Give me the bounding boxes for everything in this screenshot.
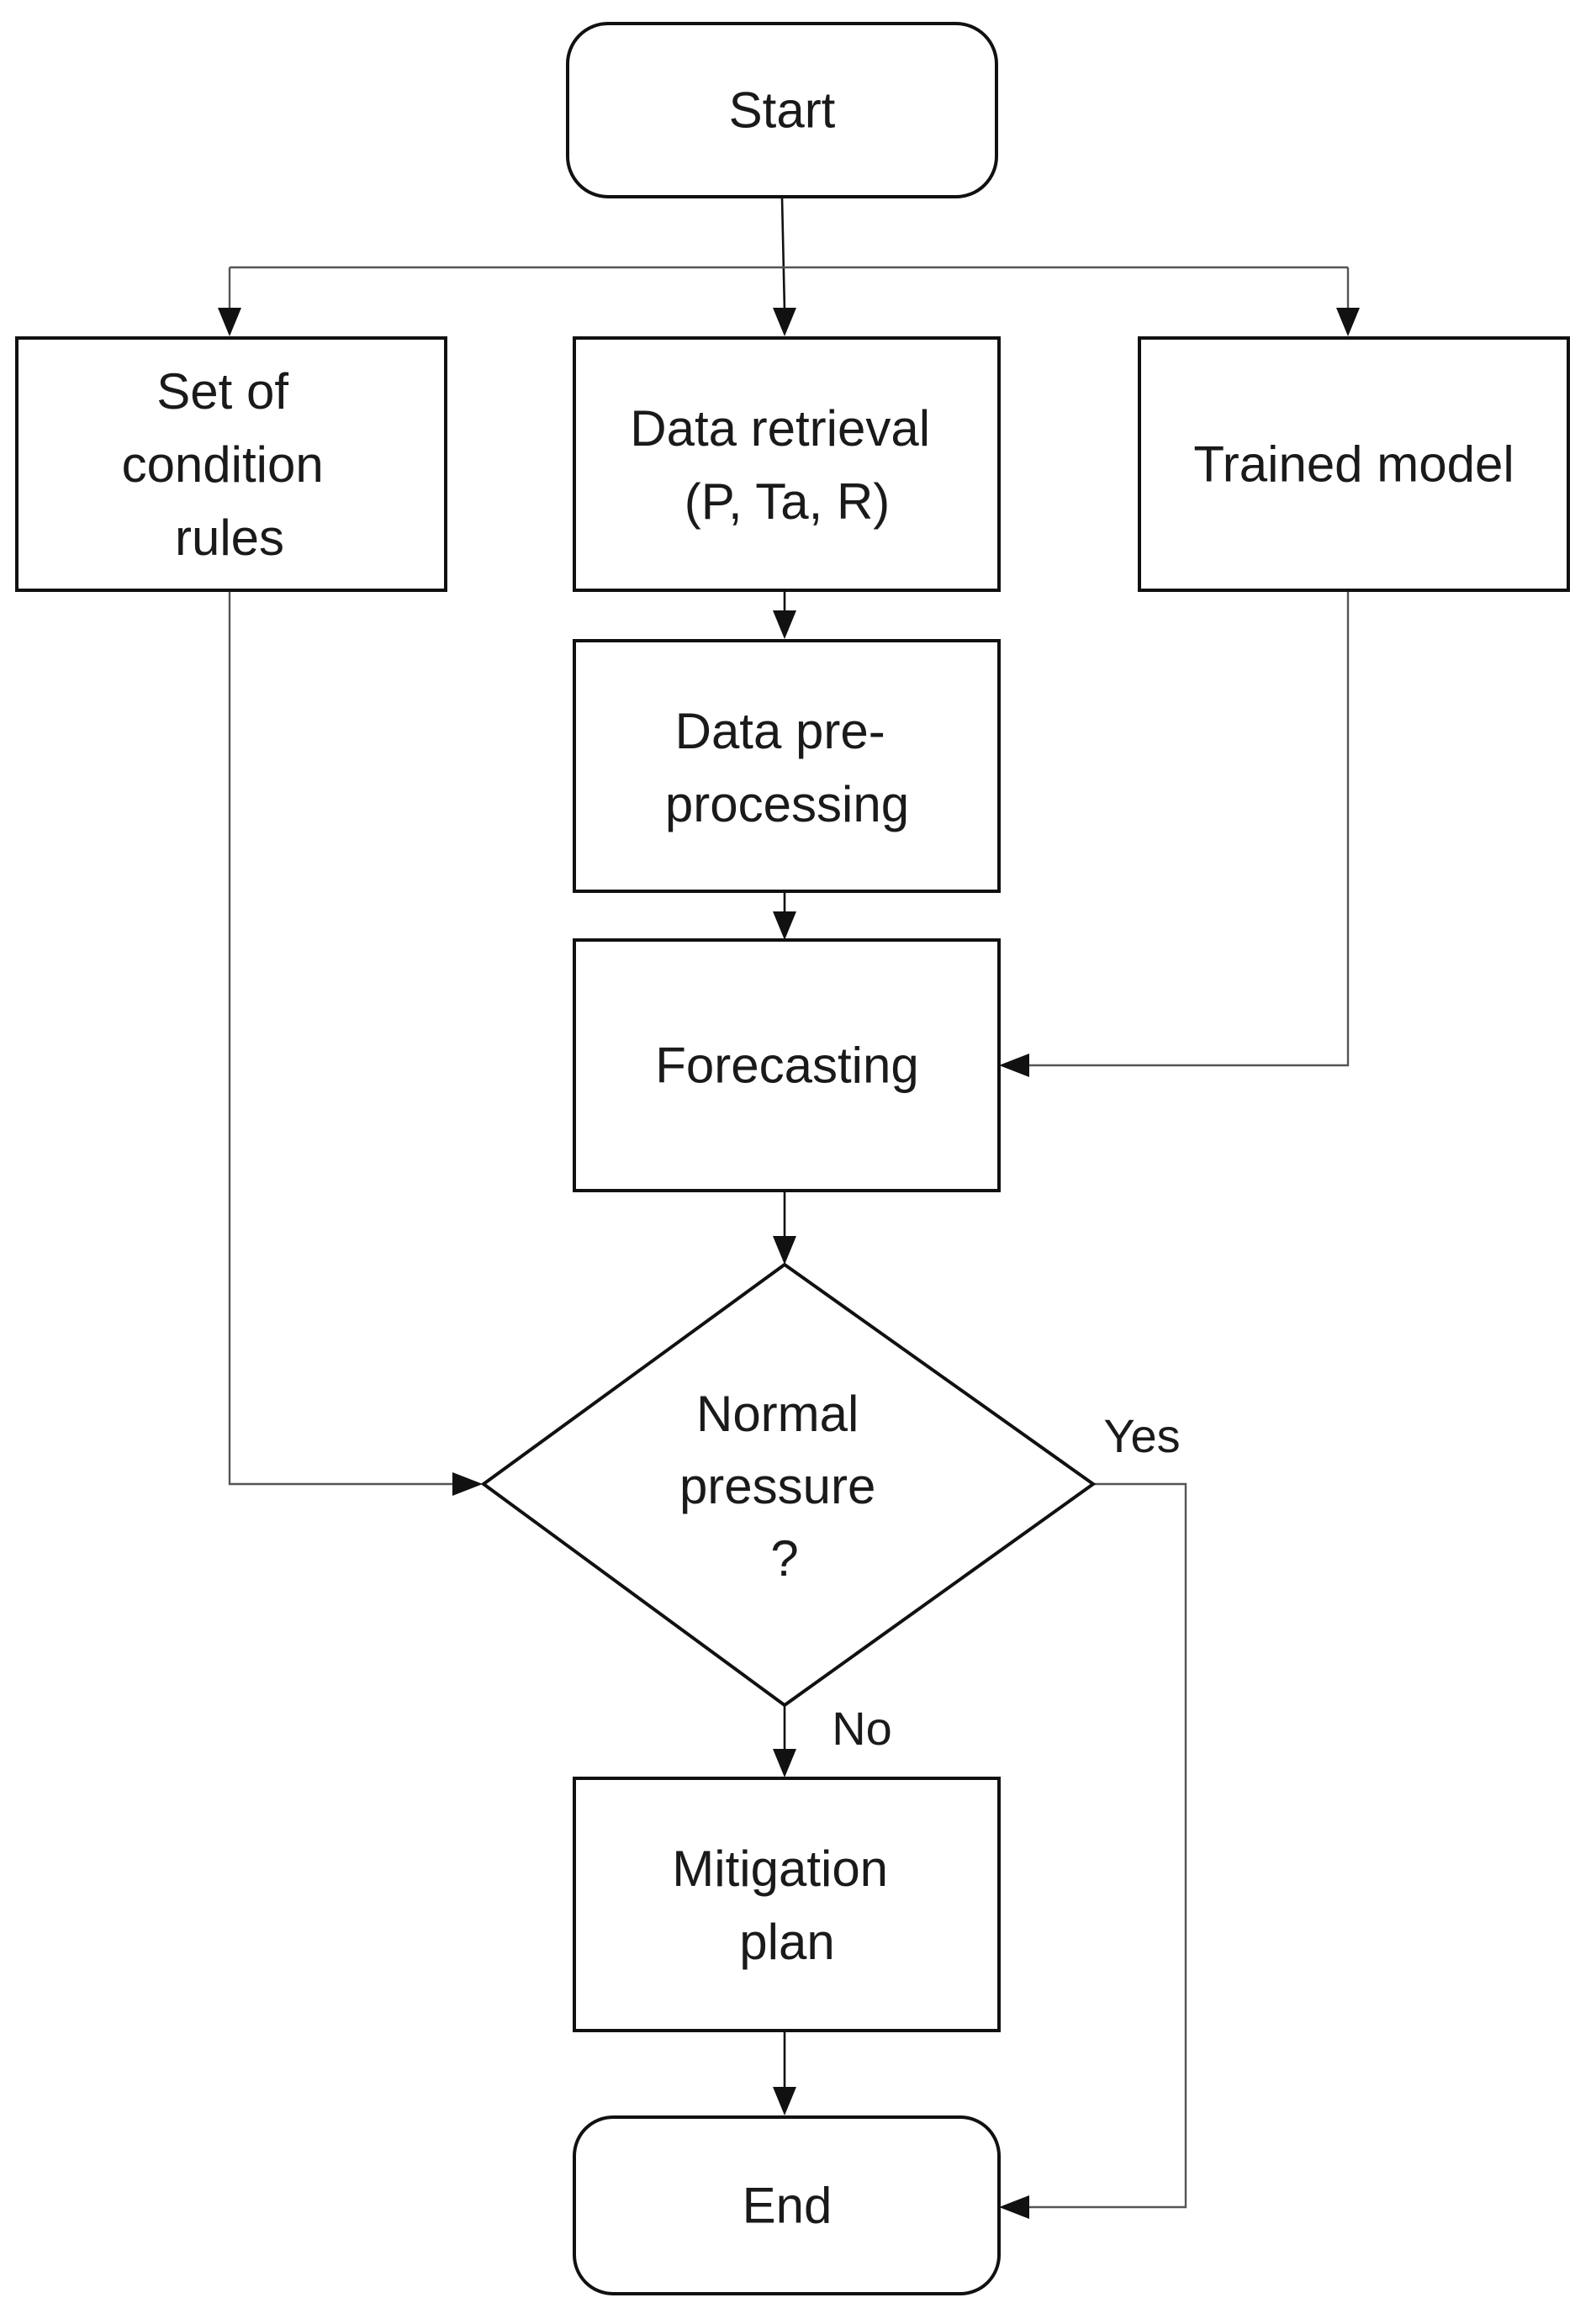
edge-rules-to-decision [228,590,454,1486]
trained-model-node: Trained model [1138,336,1570,592]
edge-decision-to-end [1028,1482,1187,2209]
arrowhead-end-side [999,2195,1029,2219]
forecasting-node: Forecasting [573,938,1001,1192]
end-label: End [743,2178,832,2234]
condition-rules-line-2: condition [122,436,324,493]
edge-start-to-branch [780,197,786,312]
mitigation-line-1: Mitigation [672,1841,888,1897]
start-label: Start [729,82,836,139]
arrowhead-retrieval [773,308,796,336]
condition-rules-node: Set of condition rules [15,336,447,592]
decision-line-2: pressure [679,1458,875,1514]
edge-model-to-forecasting [1028,590,1350,1067]
normal-pressure-label: Normal pressure ? [679,1386,890,1587]
arrowhead-preprocessing [773,610,796,639]
condition-rules-line-3: rules [175,510,284,566]
data-retrieval-node: Data retrieval (P, Ta, R) [573,336,1001,592]
normal-pressure-decision: Normal pressure ? [480,1262,1097,1708]
arrowhead-decision-left [452,1472,483,1496]
data-preprocessing-line-2: processing [665,776,909,832]
data-retrieval-label: Data retrieval (P, Ta, R) [630,400,944,530]
data-retrieval-line-1: Data retrieval [630,400,930,457]
arrowhead-end-top [773,2087,796,2115]
arrowhead-rules [218,308,241,336]
arrowhead-decision-top [773,1236,796,1265]
mitigation-plan-node: Mitigation plan [573,1777,1001,2032]
trained-model-label: Trained model [1193,436,1514,493]
arrowhead-model [1336,308,1360,336]
no-edge-label: No [832,1702,892,1755]
mitigation-line-2: plan [739,1914,834,1970]
data-preprocessing-line-1: Data pre- [675,703,885,759]
data-preprocessing-label: Data pre- processing [665,703,909,832]
end-node: End [573,2115,1001,2295]
arrowhead-forecasting [773,911,796,940]
data-preprocessing-node: Data pre- processing [573,639,1001,893]
start-node: Start [566,22,998,198]
condition-rules-line-1: Set of [156,363,288,420]
mitigation-plan-label: Mitigation plan [672,1841,901,1970]
data-retrieval-line-2: (P, Ta, R) [684,473,891,530]
decision-line-1: Normal [696,1386,859,1442]
decision-line-3: ? [770,1530,798,1587]
yes-edge-label: Yes [1103,1409,1180,1462]
arrowhead-forecasting-side [999,1054,1029,1077]
arrowhead-mitigation [773,1749,796,1777]
condition-rules-label: Set of condition rules [122,363,338,566]
forecasting-label: Forecasting [655,1038,918,1094]
